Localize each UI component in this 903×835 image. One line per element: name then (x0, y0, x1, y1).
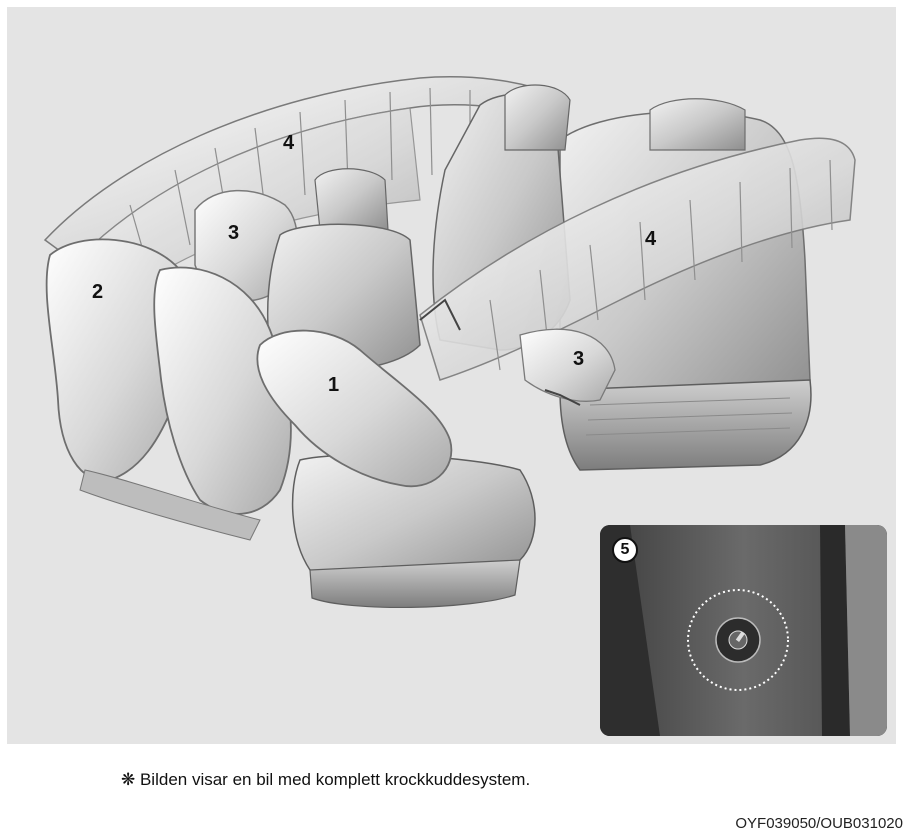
curtain-airbag-left-number: 4 (283, 132, 294, 155)
switch-inset-photo (600, 525, 887, 736)
caption: ❋ Bilden visar en bil med komplett krock… (121, 770, 530, 790)
front-passenger-airbag-number: 2 (92, 281, 103, 304)
curtain-airbag-right-number: 4 (645, 228, 656, 251)
switch-number: 5 (612, 537, 638, 563)
switch-panel-graphic (600, 525, 887, 736)
driver-airbag-number: 1 (328, 374, 339, 397)
side-airbag-right-number: 3 (573, 348, 584, 371)
image-code: OYF039050/OUB031020 (735, 815, 903, 832)
side-airbag-left-number: 3 (228, 222, 239, 245)
